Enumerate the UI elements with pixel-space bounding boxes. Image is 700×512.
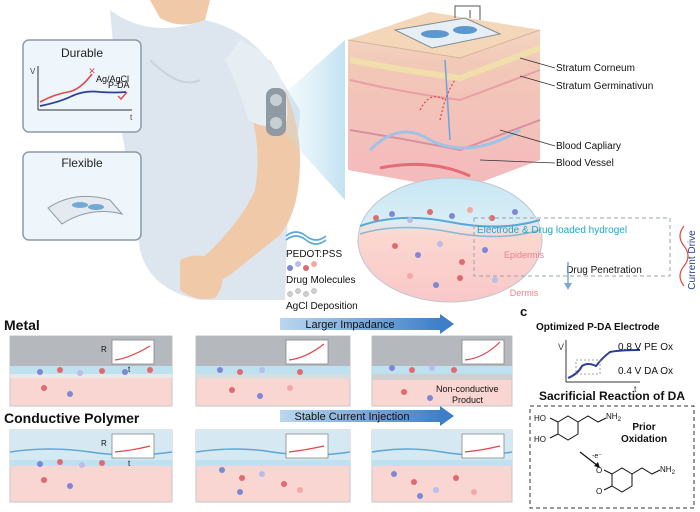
- cp-axis-t: t: [128, 459, 131, 468]
- label-larger-impedance: Larger Impadance: [305, 319, 394, 331]
- pda-oxidation-curve: [567, 349, 641, 379]
- label-electrode-hydrogel: Electrode & Drug loaded hydrogel: [477, 225, 627, 236]
- legend-drug: Drug Molecules: [286, 275, 355, 286]
- cp-cell-1: [9, 429, 173, 503]
- cp-cell-2: [195, 429, 351, 503]
- flexible-panel: Flexible: [22, 151, 142, 241]
- label-blood-capillary: Blood Capliary: [556, 141, 621, 152]
- legend-agcl: AgCl Deposition: [286, 301, 358, 312]
- durable-axis-t: t: [130, 113, 133, 122]
- pda-curve: [39, 90, 127, 107]
- cp-cell-3: [371, 429, 513, 503]
- panel-c-letter: c: [520, 304, 527, 319]
- dopamine-nh2: NH2: [606, 412, 622, 423]
- label-pe-ox: 0.8 V PE Ox: [618, 342, 673, 353]
- label-dermis: Dermis: [510, 288, 539, 298]
- drug-molecule-icon: [287, 265, 293, 271]
- zoom-oval: [357, 177, 543, 303]
- label-da-ox: 0.4 V DA Ox: [618, 366, 673, 377]
- quinone-nh2: NH2: [660, 465, 676, 476]
- pda-label: P-DA: [108, 80, 130, 90]
- sacrificial-title: Sacrificial Reaction of DA: [539, 389, 685, 403]
- prior-oxidation-2: Oxidation: [621, 434, 667, 445]
- person-illustration: [110, 0, 300, 300]
- label-current-drive: Current Drive: [687, 230, 698, 290]
- metal-axis-r: R: [101, 345, 107, 354]
- metal-cell-3: [371, 335, 513, 407]
- legend-pedot: PEDOT:PSS: [286, 249, 342, 260]
- metal-cell-1: [9, 335, 173, 407]
- metal-cell-2: [195, 335, 351, 407]
- label-conductive-polymer: Conductive Polymer: [4, 410, 140, 426]
- agagcl-curve: [39, 73, 93, 103]
- check-icon: [117, 91, 128, 101]
- cp-axis-r: R: [101, 439, 107, 448]
- dopamine-ho-2: HO: [534, 435, 546, 444]
- label-stratum-corneum: Stratum Corneum: [556, 63, 635, 74]
- label-blood-vessel: Blood Vessel: [556, 158, 614, 169]
- agcl-deposit-icon: [287, 291, 293, 297]
- label-metal: Metal: [4, 317, 40, 333]
- prior-oxidation-1: Prior: [632, 422, 655, 433]
- legend: PEDOT:PSS Drug Molecules AgCl Deposition: [285, 231, 358, 312]
- agagcl-label: Ag/AgCl: [96, 74, 129, 84]
- label-drug-penetration: Drug Penetration: [566, 265, 642, 276]
- zoom-beam: [286, 40, 345, 200]
- quinone-o-1: O: [596, 466, 602, 475]
- dopamine-ho-1: HO: [534, 414, 546, 423]
- reaction-arrow: [579, 451, 599, 467]
- impedance-arrow: [280, 318, 440, 330]
- cross-icon: ✕: [88, 66, 96, 76]
- durable-panel: Durable V t ✕ Ag/AgCl P-DA: [22, 39, 142, 133]
- durable-axis-v: V: [30, 67, 36, 76]
- panel-c-title: Optimized P-DA Electrode: [536, 322, 660, 333]
- panel-c-axis-v: V: [558, 342, 564, 352]
- metal-axis-t: t: [128, 365, 131, 374]
- sacrificial-reaction-box: HO HO NH2 Prior Oxidation -e⁻ O O NH2: [529, 405, 695, 509]
- label-nonconductive-2: Product: [452, 395, 484, 405]
- quinone-o-2: O: [596, 487, 602, 496]
- current-wave-icon: [679, 225, 689, 287]
- stable-current-arrow: [280, 410, 440, 422]
- label-stratum-germinativun: Stratum Germinativun: [556, 81, 653, 92]
- label-stable-current: Stable Current Injection: [295, 411, 410, 423]
- flexible-title: Flexible: [61, 156, 103, 170]
- skin-cross-section: [347, 5, 556, 190]
- durable-title: Durable: [61, 46, 103, 60]
- label-nonconductive-1: Non-conductive: [436, 384, 499, 394]
- pedot-wave-icon: [285, 231, 327, 241]
- electron-label: -e⁻: [592, 453, 602, 460]
- zoom-dashed-bracket: [473, 217, 671, 277]
- label-epidermis: Epidermis: [504, 250, 545, 260]
- panel-c-axis-t: t: [634, 384, 637, 394]
